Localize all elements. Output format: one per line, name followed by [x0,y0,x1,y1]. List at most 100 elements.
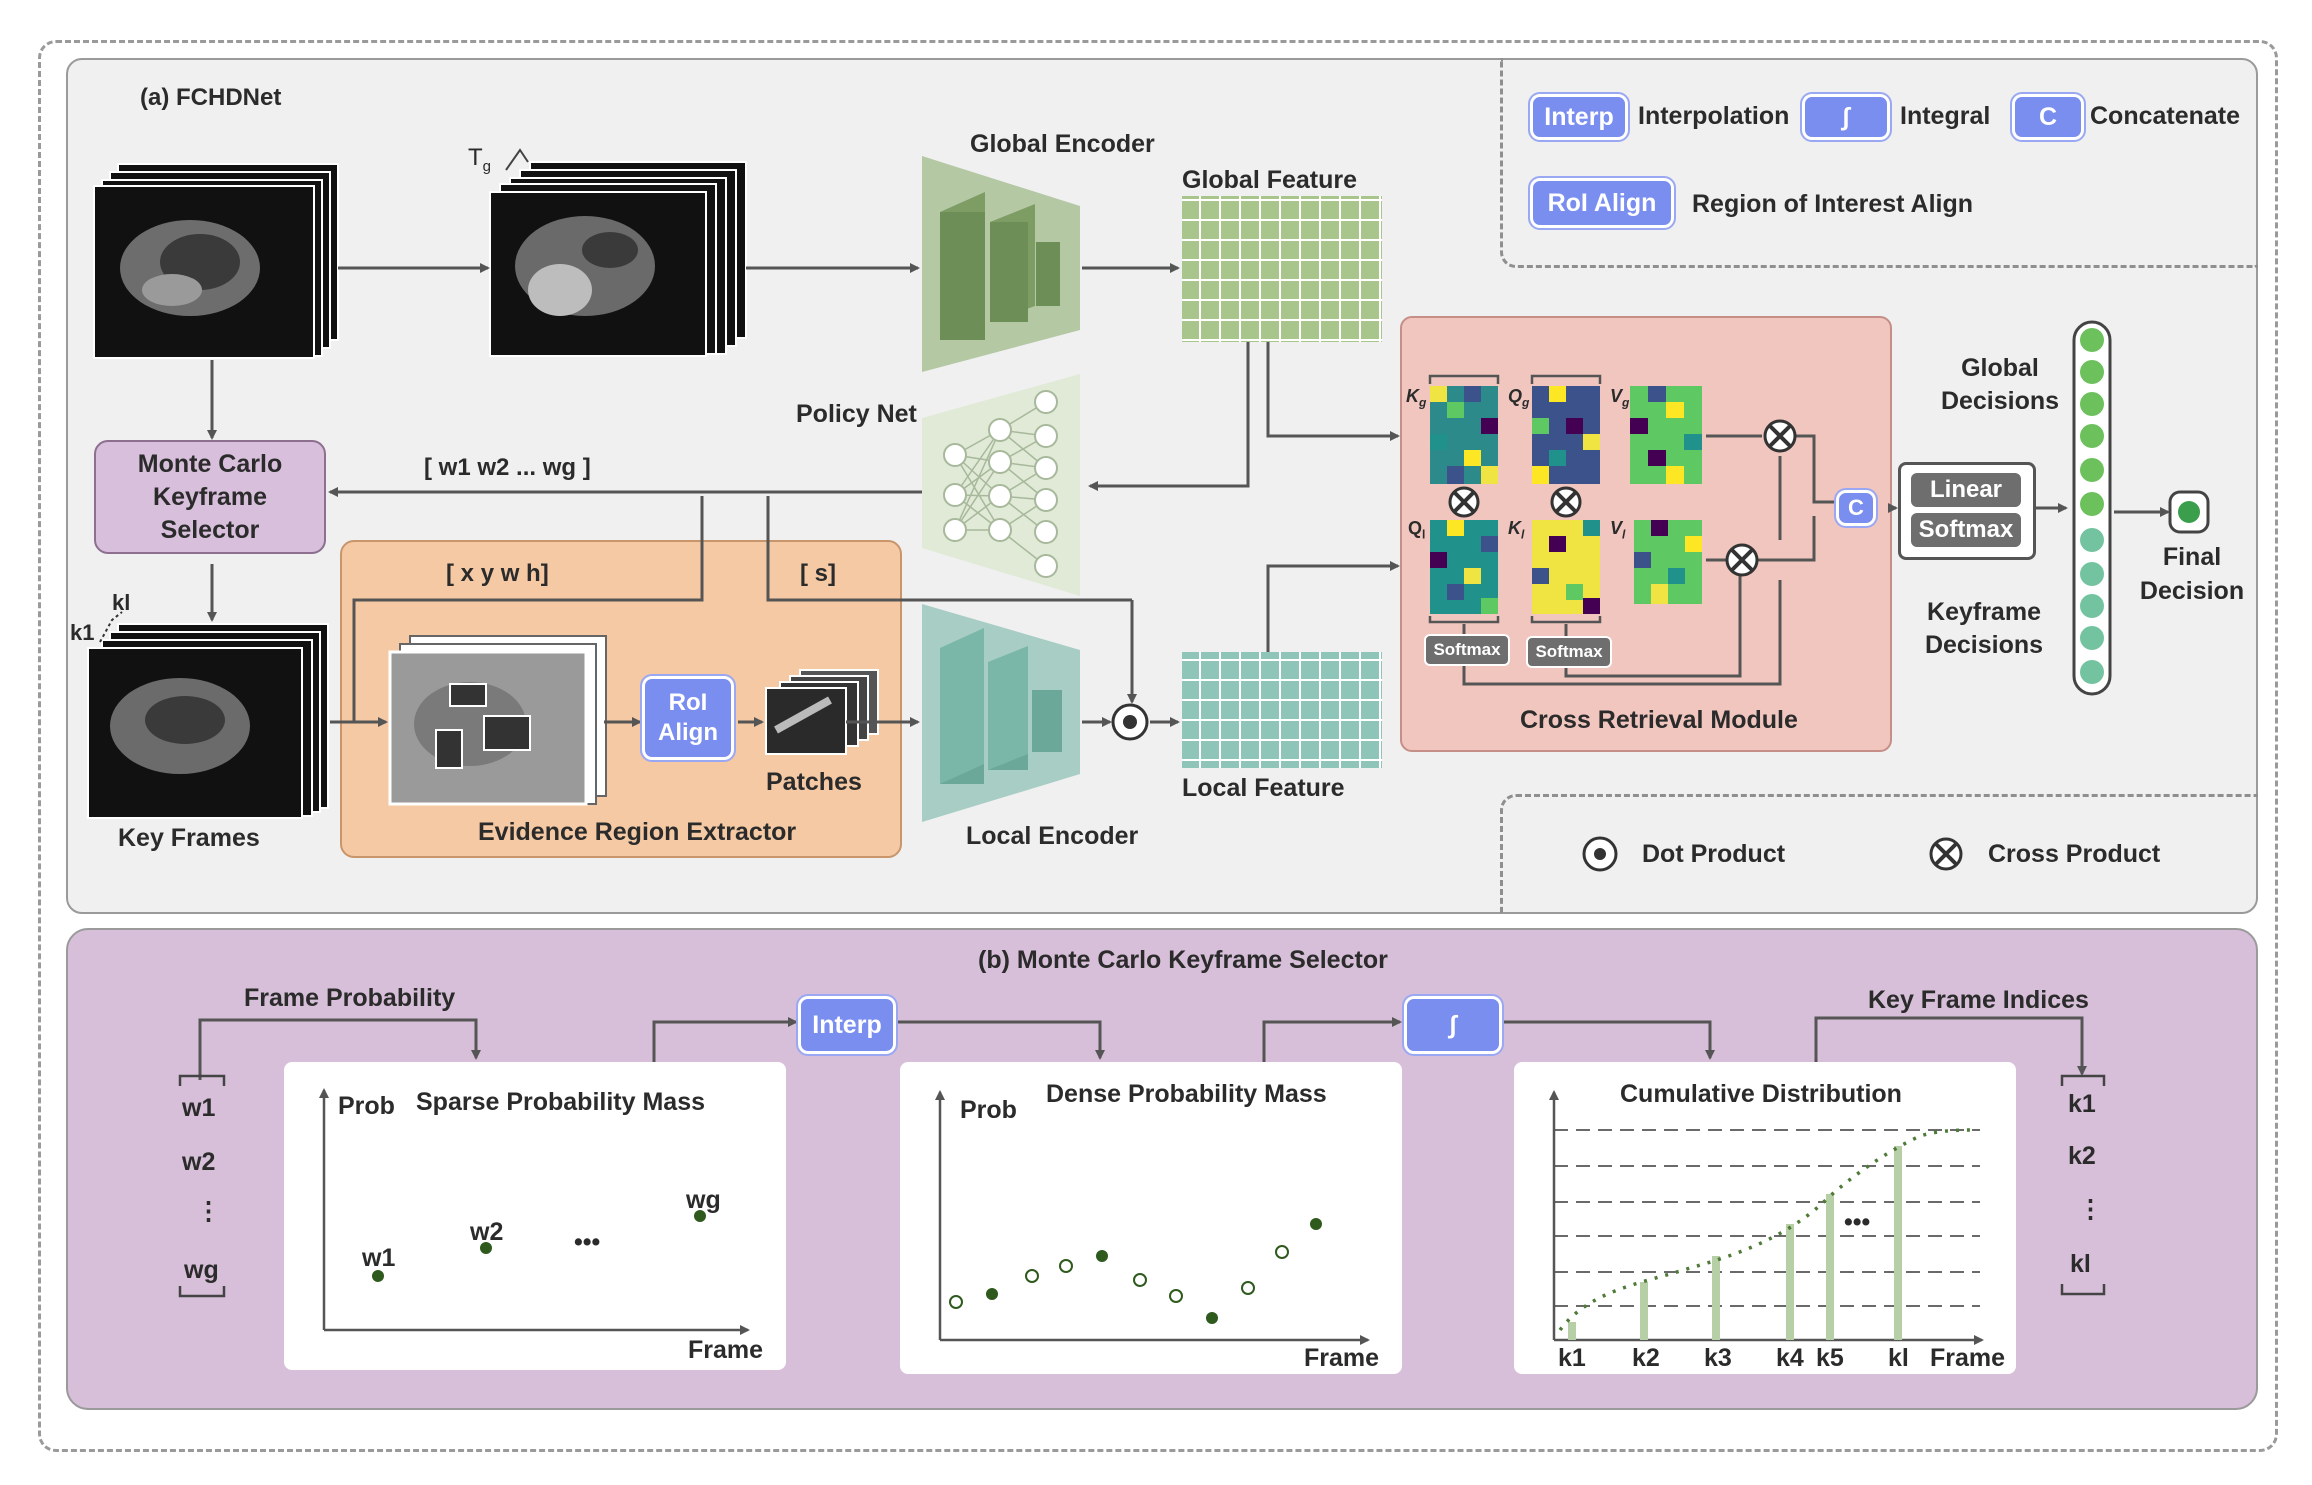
global-encoder-label: Global Encoder [970,130,1155,158]
w-list-3: ⋮ [196,1197,221,1225]
chart2-title: Dense Probability Mass [1046,1080,1327,1108]
qg-label: Qg [1508,386,1530,410]
w-list-1: w1 [182,1094,216,1122]
monte-carlo-line2: Keyframe [153,482,267,511]
dense-probability-chart [900,1062,1402,1374]
local-feature-grid [1182,652,1382,768]
local-encoder [922,604,1080,822]
kg-label: Kg [1406,386,1427,410]
crm-cross-nodes [1448,419,1797,577]
linear-softmax-block: Linear Softmax [1898,462,2036,560]
legend-dot-label: Dot Product [1642,840,1786,868]
panel-a-arrows [207,263,1400,727]
k-list-4: kl [2070,1250,2091,1278]
legend-cross-label: Cross Product [1988,840,2161,868]
patches-stack [765,669,879,755]
chart3-tick-4: k4 [1776,1344,1804,1372]
outer-dashed-frame [38,40,2278,1452]
dense-points [949,1218,1322,1324]
chart1-xlabel: Frame [688,1336,764,1364]
chart1-ellipsis: ••• [574,1228,601,1256]
sparse-points [372,1210,706,1282]
interp-box: Interp [796,994,898,1056]
weights-bracket: [ w1 w2 ... wg ] [424,454,591,481]
key-frame-indices-label: Key Frame Indices [1868,986,2089,1014]
legend-interp-label: Interpolation [1638,102,1790,130]
local-encoder-label: Local Encoder [966,822,1139,850]
chart3-tick-6: kl [1888,1344,1909,1372]
global-feature-label: Global Feature [1182,166,1358,194]
chart1-point-w2: w2 [470,1218,504,1246]
monte-carlo-line1: Monte Carlo [137,449,283,478]
patches-label: Patches [766,768,862,796]
local-feature-label: Local Feature [1182,774,1345,802]
legend-interp-badge: Interp [1528,92,1630,142]
chart3-tick-2: k2 [1632,1344,1660,1372]
chart1-ylabel: Prob [338,1092,395,1120]
linear-box: Linear [1911,473,2021,507]
global-encoder [922,156,1080,372]
legend-top-region [1500,58,2258,268]
panel-b-arrows [198,1016,2087,1080]
key-frames-stack [87,623,329,819]
k-list-2: k2 [2068,1142,2096,1170]
panel-b-title: (b) Monte Carlo Keyframe Selector [978,946,1388,974]
chart3-tick-3: k3 [1704,1344,1732,1372]
softmax-box: Softmax [1911,513,2021,547]
decision-column [2072,320,2112,696]
cdf-curve [1558,1128,1975,1332]
w-list-4: wg [184,1256,219,1284]
concat-node: C [1834,488,1878,528]
k-list-3: ⋮ [2078,1195,2103,1223]
tg-label: Tg [468,144,492,175]
chart3-ellipsis: ••• [1844,1208,1871,1236]
chart2-ylabel: Prob [960,1096,1017,1124]
legend-roi-badge: RoI Align [1528,176,1676,230]
panel-a-routes [330,496,1132,724]
frame-probability-label: Frame Probability [244,984,456,1012]
keyframe-decisions-label: Keyframe Decisions [1924,598,2044,659]
chart2-xlabel: Frame [1304,1344,1380,1372]
vg-label: Vg [1610,386,1630,410]
chart3-xlabel: Frame [1930,1344,2006,1372]
crm-wires [1462,434,1840,686]
global-decisions-label: Global Decisions [1940,354,2060,415]
legend-concat-badge: C [2010,92,2086,142]
input-frames-stack [93,163,339,359]
softmax-2: Softmax [1526,636,1612,668]
panel-b-brackets [178,1074,2106,1298]
kl-label: kl [112,590,131,615]
evidence-region-label: Evidence Region Extractor [478,818,797,846]
xywh-bracket: [ x y w h] [446,560,549,587]
chart3-title: Cumulative Distribution [1620,1080,1902,1108]
legend-integral-label: Integral [1900,102,1991,130]
key-frames-label: Key Frames [118,824,260,852]
chart1-title: Sparse Probability Mass [416,1088,706,1116]
w-list-2: w2 [182,1148,216,1176]
legend-bottom-region [1500,794,2258,914]
cumulative-distribution-chart [1514,1062,2016,1374]
policy-net-label: Policy Net [796,400,917,428]
chart3-tick-1: k1 [1558,1344,1586,1372]
crm-heatmaps [1430,386,1702,614]
monte-carlo-line3: Selector [160,515,260,544]
crm-brackets [1428,374,1602,624]
cross-retrieval-label: Cross Retrieval Module [1520,706,1798,734]
final-decision-label: Final Decision [2139,543,2245,605]
legend-concat-label: Concatenate [2090,102,2241,130]
vl-label: Vl [1610,518,1626,542]
k-list-1: k1 [2068,1090,2096,1118]
chart3-tick-5: k5 [1816,1344,1844,1372]
integral-box: ∫ [1402,994,1504,1056]
monte-carlo-selector-box: Monte Carlo Keyframe Selector [94,440,326,554]
sampled-frames-stack [489,161,747,357]
s-bracket: [ s] [800,560,837,587]
chart1-point-wg: wg [686,1186,721,1214]
legend-roi-label: Region of Interest Align [1692,190,1974,218]
k1-label: k1 [70,620,95,645]
policy-net [922,374,1080,596]
